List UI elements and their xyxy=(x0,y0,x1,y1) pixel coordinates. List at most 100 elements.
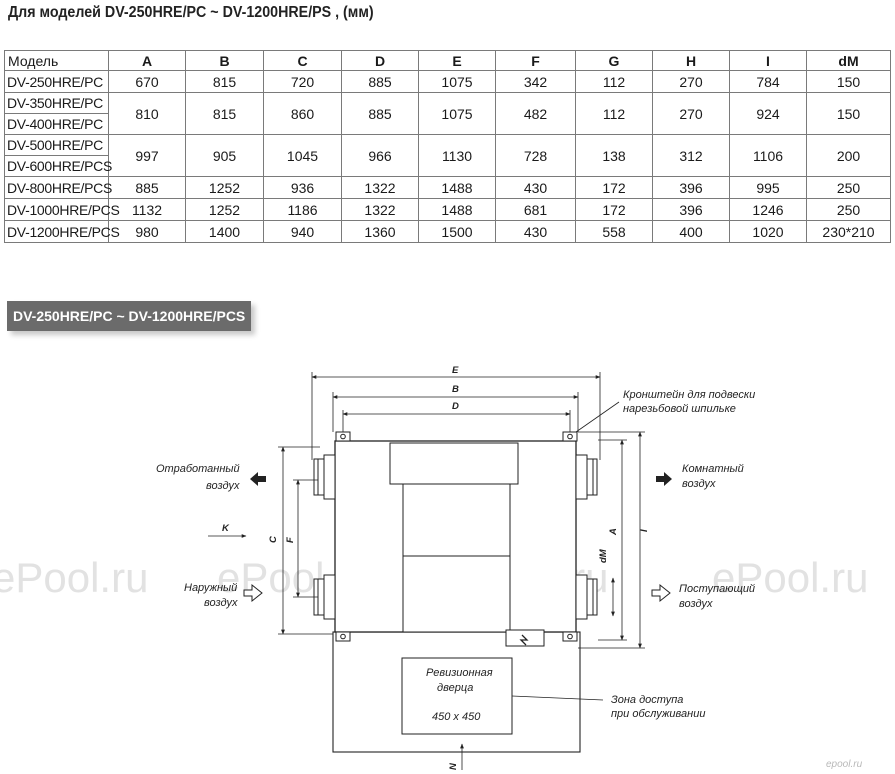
value-cell: 1045 xyxy=(263,134,342,177)
value-cell: 670 xyxy=(108,70,186,93)
value-cell: 1360 xyxy=(341,220,419,243)
header-model: Модель xyxy=(4,50,109,71)
header-d: D xyxy=(341,50,419,71)
header-f: F xyxy=(495,50,576,71)
table-row: DV-400HRE/PC xyxy=(4,113,891,135)
value-cell: 1020 xyxy=(729,220,807,243)
value-cell: 250 xyxy=(806,176,891,199)
value-cell: 885 xyxy=(341,70,419,93)
watermark-1: ePool.ru xyxy=(0,554,148,601)
value-cell: 1186 xyxy=(263,198,342,221)
outdoor-air-label-2: воздух xyxy=(204,597,238,609)
header-dm: dM xyxy=(806,50,891,71)
value-cell: 1075 xyxy=(418,92,496,135)
value-cell: 150 xyxy=(806,70,891,93)
dim-dm-label: dM xyxy=(598,548,609,563)
model-cell: DV-1000HRE/PCS xyxy=(4,198,120,221)
model-cell: DV-400HRE/PC xyxy=(4,113,109,135)
value-cell: 810 xyxy=(108,92,186,135)
door-label-2: дверца xyxy=(437,682,473,694)
header-e: E xyxy=(418,50,496,71)
outdoor-air-arrow-icon xyxy=(243,583,263,603)
outdoor-air-label-1: Наружный xyxy=(184,582,237,594)
value-cell: 1252 xyxy=(185,176,264,199)
value-cell: 396 xyxy=(652,198,730,221)
value-cell: 885 xyxy=(341,92,419,135)
value-cell: 430 xyxy=(495,220,576,243)
watermark-4: ePool.ru xyxy=(712,554,868,601)
value-cell: 681 xyxy=(495,198,576,221)
table-header-row: Модель A B C D E F G H I dM xyxy=(4,50,891,71)
value-cell: 728 xyxy=(495,134,576,177)
value-cell: 1075 xyxy=(418,70,496,93)
dim-d-label: D xyxy=(452,401,459,412)
model-cell: DV-500HRE/PC xyxy=(4,134,109,156)
value-cell: 138 xyxy=(575,134,653,177)
corner-logo: epool.ru xyxy=(826,759,863,770)
supply-air-label-2: воздух xyxy=(679,598,713,610)
value-cell: 1132 xyxy=(108,198,186,221)
dim-a-label: A xyxy=(608,528,619,536)
supply-air-label-1: Поступающий xyxy=(679,583,755,595)
dim-f-label: F xyxy=(285,537,296,543)
value-cell: 784 xyxy=(729,70,807,93)
page-title: Для моделей DV-250HRE/PC ~ DV-1200HRE/PS… xyxy=(8,4,374,21)
electric-icon xyxy=(519,634,529,646)
header-c: C xyxy=(263,50,342,71)
bracket-label-2: нарезьбовой шпильке xyxy=(623,403,736,415)
supply-air-arrow-icon xyxy=(651,583,671,603)
exhaust-arrow-icon xyxy=(250,472,266,486)
value-cell: 1400 xyxy=(185,220,264,243)
hanger-brackets xyxy=(335,431,578,642)
room-air-label-1: Комнатный xyxy=(682,463,744,475)
value-cell: 924 xyxy=(729,92,807,135)
heat-exchanger xyxy=(402,483,511,633)
value-cell: 1246 xyxy=(729,198,807,221)
value-cell: 270 xyxy=(652,92,730,135)
value-cell: 940 xyxy=(263,220,342,243)
value-cell: 200 xyxy=(806,134,891,177)
section-label: DV-250HRE/PC ~ DV-1200HRE/PCS xyxy=(7,301,251,331)
header-i: I xyxy=(729,50,807,71)
value-cell: 172 xyxy=(575,198,653,221)
header-b: B xyxy=(185,50,264,71)
dimensions-table: Модель A B C D E F G H I dM DV-250HRE/PC… xyxy=(4,50,891,243)
top-dimensions xyxy=(311,372,601,460)
value-cell: 936 xyxy=(263,176,342,199)
value-cell: 112 xyxy=(575,70,653,93)
value-cell: 1322 xyxy=(341,198,419,221)
value-cell: 1130 xyxy=(418,134,496,177)
model-cell: DV-600HRE/PCS xyxy=(4,155,112,177)
top-panel xyxy=(389,442,519,485)
value-cell: 172 xyxy=(575,176,653,199)
value-cell: 815 xyxy=(185,92,264,135)
value-cell: 312 xyxy=(652,134,730,177)
header-a: A xyxy=(108,50,186,71)
dim-n-label: N xyxy=(448,762,459,770)
value-cell: 342 xyxy=(495,70,576,93)
right-dimensions xyxy=(578,431,645,649)
left-dimensions xyxy=(208,446,464,770)
door-size-label: 450 x 450 xyxy=(432,711,481,723)
bracket-label-1: Кронштейн для подвески xyxy=(623,389,755,401)
zone-label-1: Зона доступа xyxy=(611,694,683,706)
model-cell: DV-250HRE/PC xyxy=(4,70,109,93)
value-cell: 1252 xyxy=(185,198,264,221)
dim-i-label: I xyxy=(639,529,650,532)
value-cell: 885 xyxy=(108,176,186,199)
value-cell: 995 xyxy=(729,176,807,199)
door-label-1: Ревизионная xyxy=(426,667,493,679)
value-cell: 815 xyxy=(185,70,264,93)
model-cell: DV-800HRE/PCS xyxy=(4,176,112,199)
value-cell: 997 xyxy=(108,134,186,177)
value-cell: 400 xyxy=(652,220,730,243)
room-air-label-2: воздух xyxy=(682,478,716,490)
value-cell: 720 xyxy=(263,70,342,93)
model-cell: DV-350HRE/PC xyxy=(4,92,109,114)
